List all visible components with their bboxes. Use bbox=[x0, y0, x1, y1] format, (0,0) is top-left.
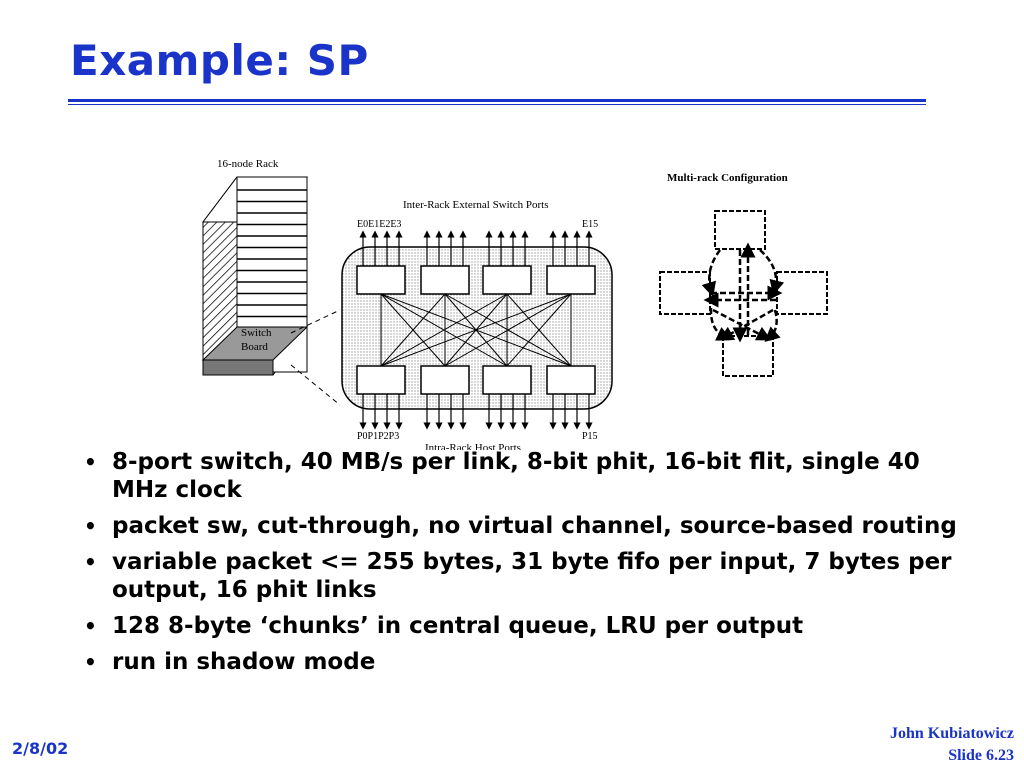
footer-author: John Kubiatowicz bbox=[889, 725, 1014, 742]
bullet-item: packet sw, cut-through, no virtual chann… bbox=[78, 512, 978, 540]
crossbar-link bbox=[380, 293, 446, 367]
slide-number: Slide 6.23 bbox=[948, 747, 1014, 764]
rack-node-top bbox=[714, 210, 766, 250]
title-rule-thick bbox=[68, 99, 926, 102]
rack-node-bottom bbox=[722, 335, 774, 377]
multirack-title: Multi-rack Configuration bbox=[667, 172, 788, 184]
crossbar-link bbox=[380, 293, 572, 367]
bullet-item: run in shadow mode bbox=[78, 648, 978, 676]
rack-label: 16-node Rack bbox=[217, 158, 279, 170]
switch-board-label-2: Board bbox=[241, 341, 268, 353]
switch-chip-top bbox=[546, 265, 596, 295]
crossbar-link bbox=[444, 293, 572, 367]
footer-date: 2/8/02 bbox=[12, 739, 69, 758]
slide-title: Example: SP bbox=[70, 36, 369, 85]
p-ports-label: P0P1P2P3 bbox=[357, 431, 399, 442]
bullet-item: 8-port switch, 40 MB/s per link, 8-bit p… bbox=[78, 448, 978, 504]
external-ports-label: Inter-Rack External Switch Ports bbox=[403, 199, 549, 211]
switch-board: Inter-Rack External Switch Ports E0E1E2E… bbox=[341, 199, 613, 450]
multirack-configuration: Multi-rack Configuration bbox=[659, 172, 828, 377]
crossbar-link bbox=[380, 293, 508, 367]
rack-node-left bbox=[659, 271, 711, 315]
switch-board-label-1: Switch bbox=[241, 327, 272, 339]
switch-chip-bottom bbox=[546, 365, 596, 395]
switch-chip-top bbox=[482, 265, 532, 295]
e15-label: E15 bbox=[582, 219, 598, 230]
switch-chip-bottom bbox=[420, 365, 470, 395]
rack-16-node: 16-node Rack Switch Board bbox=[201, 158, 341, 406]
rack-node-right bbox=[776, 271, 828, 315]
switch-chip-top bbox=[420, 265, 470, 295]
bullet-item: 128 8-byte ‘chunks’ in central queue, LR… bbox=[78, 612, 978, 640]
title-rule-thin bbox=[68, 104, 926, 105]
crossbar-link bbox=[506, 293, 572, 367]
p15-label: P15 bbox=[582, 431, 598, 442]
footer-author-block: John Kubiatowicz Slide 6.23 bbox=[890, 723, 1014, 767]
switch-chip-top bbox=[356, 265, 406, 295]
host-ports-label: Intra-Rack Host Ports bbox=[425, 442, 521, 450]
sp-switch-diagram: 16-node Rack Switch Board Inter-Rack Ext… bbox=[201, 158, 828, 450]
e-ports-label: E0E1E2E3 bbox=[357, 219, 401, 230]
switch-chip-bottom bbox=[482, 365, 532, 395]
switch-chip-bottom bbox=[356, 365, 406, 395]
bullet-item: variable packet <= 255 bytes, 31 byte fi… bbox=[78, 548, 978, 604]
bullet-list: 8-port switch, 40 MB/s per link, 8-bit p… bbox=[78, 448, 978, 684]
